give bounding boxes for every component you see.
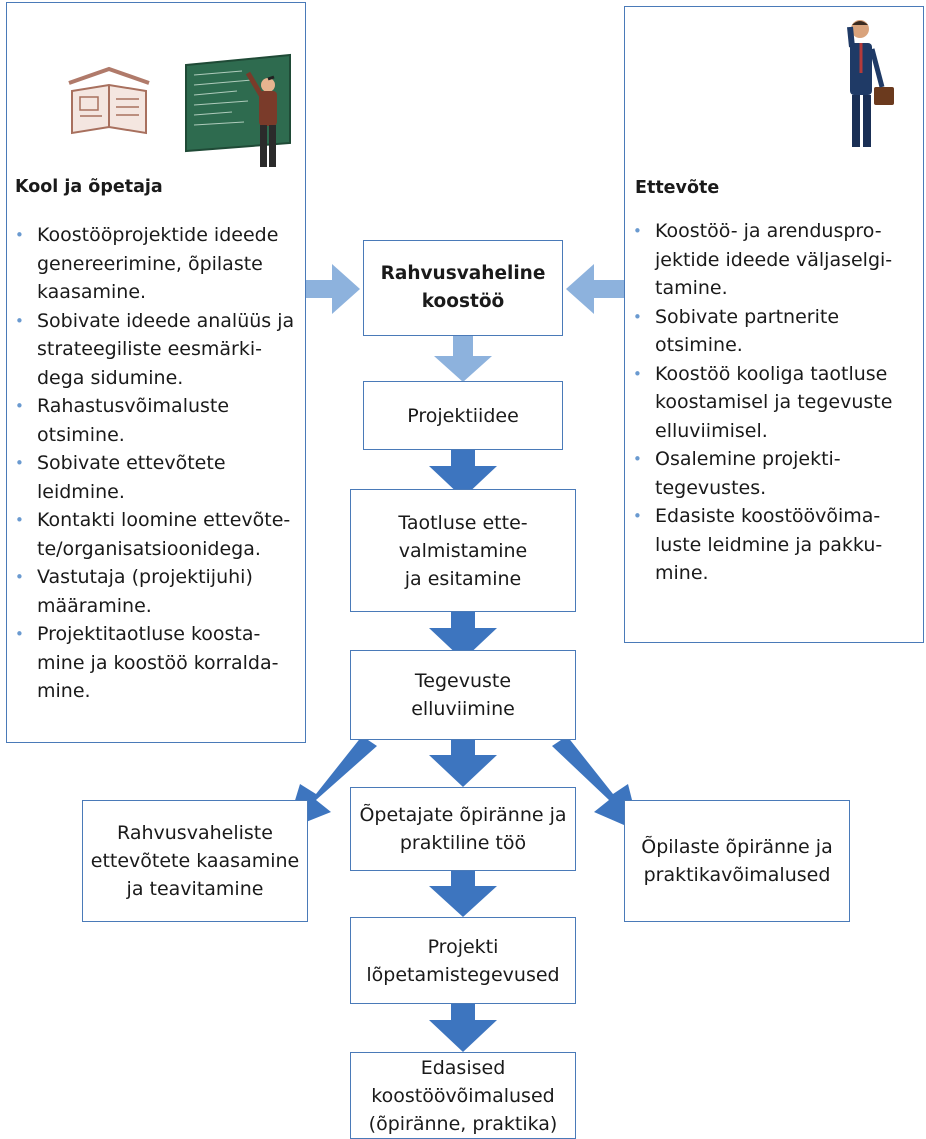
teacher-chalkboard-icon — [185, 53, 291, 167]
arrow-down-right-icon — [552, 736, 640, 832]
outcome-center: Õpetajate õpiränne ja praktiline töö — [350, 787, 576, 871]
step-tegevused: Tegevuste elluviimine — [350, 650, 576, 740]
step-edasised: Edasised koostöövõimalused (õpiränne, pr… — [350, 1052, 576, 1139]
company-panel: Ettevõte Koostöö- ja arenduspro-jektide … — [624, 6, 924, 643]
arrow-down-icon — [429, 871, 497, 917]
arrow-right-icon — [306, 264, 360, 314]
list-item: Projektitaotluse koosta-mine ja koostöö … — [15, 620, 295, 706]
list-item: Sobivate ideede analüüs ja strateegilist… — [15, 307, 295, 393]
book-icon — [68, 66, 150, 135]
arrow-left-icon — [566, 264, 624, 314]
step-taotlus: Taotluse ette- valmistamine ja esitamine — [350, 489, 576, 612]
arrow-down-icon — [429, 612, 497, 660]
arrow-down-icon — [429, 740, 497, 787]
step-lopetamine: Projekti lõpetamistegevused — [350, 917, 576, 1004]
list-item: Kontakti loomine ettevõte-te/organisatsi… — [15, 506, 295, 563]
school-panel: Kool ja õpetaja Koostööprojektide ideede… — [6, 2, 306, 743]
list-item: Koostöö- ja arenduspro-jektide ideede vä… — [633, 217, 918, 303]
list-item: Koostööprojektide ideede genereerimine, … — [15, 221, 295, 307]
list-item: Vastutaja (projektijuhi) määramine. — [15, 563, 295, 620]
company-title: Ettevõte — [635, 178, 720, 198]
school-list: Koostööprojektide ideede genereerimine, … — [15, 221, 295, 706]
list-item: Koostöö kooliga taotluse koostamisel ja … — [633, 360, 918, 446]
list-item: Osalemine projekti-tegevustes. — [633, 445, 918, 502]
arrow-down-icon — [429, 450, 497, 498]
step-projektiidee: Projektiidee — [363, 381, 563, 450]
list-item: Sobivate ettevõtete leidmine. — [15, 449, 295, 506]
outcome-left: Rahvusvaheliste ettevõtete kaasamine ja … — [82, 800, 308, 922]
list-item: Edasiste koostöövõima-luste leidmine ja … — [633, 502, 918, 588]
school-title: Kool ja õpetaja — [15, 177, 163, 197]
main-box: Rahvusvaheline koostöö — [363, 240, 563, 336]
arrow-down-icon — [434, 336, 492, 382]
businessman-icon — [847, 20, 894, 147]
list-item: Rahastusvõimaluste otsimine. — [15, 392, 295, 449]
outcome-right: Õpilaste õpiränne ja praktikavõimalused — [624, 800, 850, 922]
list-item: Sobivate partnerite otsimine. — [633, 303, 918, 360]
arrow-down-icon — [429, 1004, 497, 1052]
company-list: Koostöö- ja arenduspro-jektide ideede vä… — [633, 217, 918, 588]
arrow-down-left-icon — [286, 736, 377, 830]
